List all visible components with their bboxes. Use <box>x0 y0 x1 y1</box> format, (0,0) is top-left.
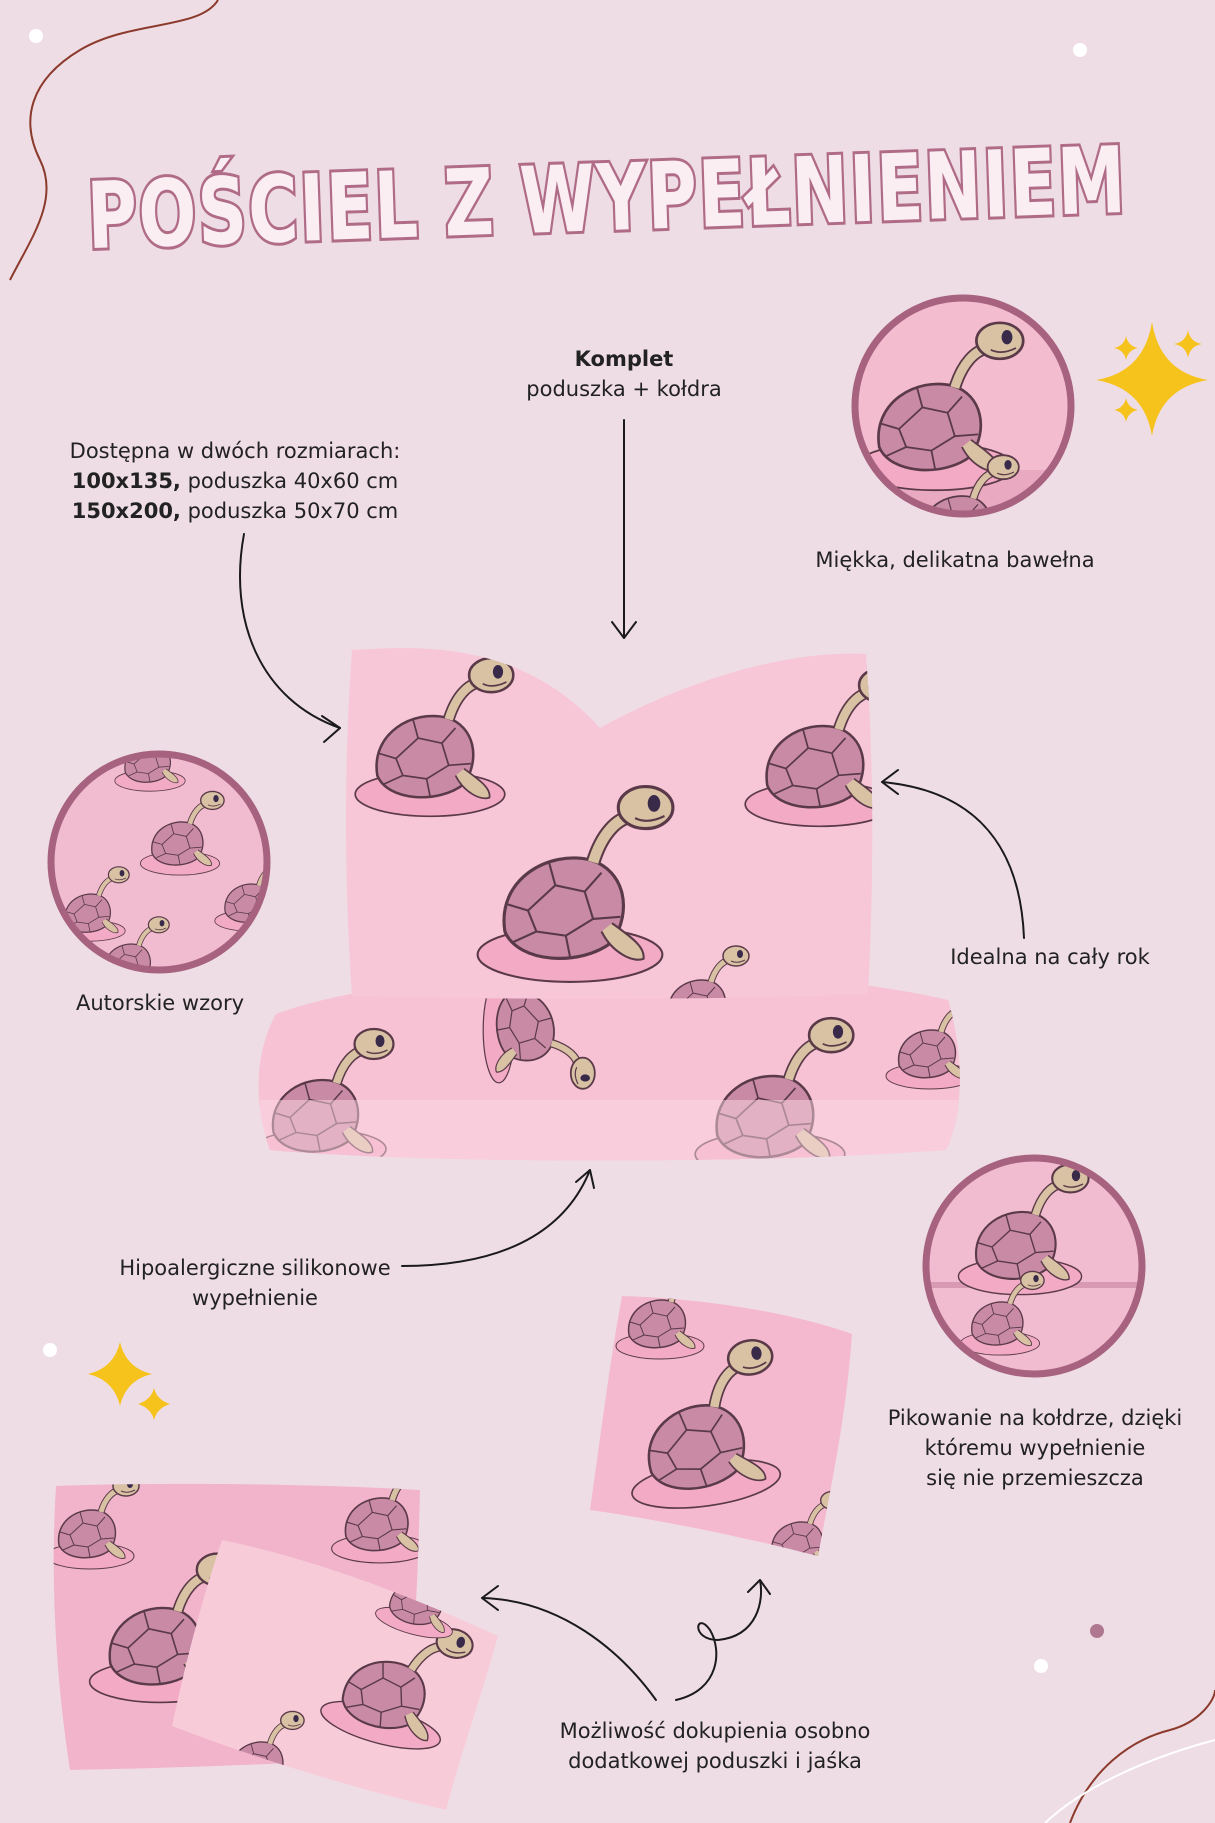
sizes-intro: Dostępna w dwóch rozmiarach: <box>69 439 401 463</box>
sparkle-stars-left <box>88 1342 170 1420</box>
arrow-sizes <box>239 533 341 743</box>
duvet-image <box>258 971 960 1161</box>
feature-all-year: Idealna na cały rok <box>950 945 1150 969</box>
dot <box>43 1343 57 1357</box>
arrow-filling <box>401 1169 595 1267</box>
detail-circle-quilting <box>922 1154 1146 1378</box>
feature-original-patterns: Autorskie wzory <box>75 991 245 1015</box>
set-heading: Komplet <box>574 347 674 371</box>
dot <box>29 29 43 43</box>
dot <box>1090 1624 1104 1638</box>
extra-pillows-image <box>53 1483 498 1810</box>
detail-circle-cotton <box>851 294 1075 518</box>
cushion-image <box>590 1296 852 1556</box>
sizes-label: Dostępna w dwóch rozmiarach: 100x135, po… <box>40 436 430 526</box>
detail-circle-patterns <box>47 750 271 974</box>
feature-filling: Hipoalergiczne silikonowe wypełnienie <box>119 1256 391 1310</box>
feature-soft-cotton: Miękka, delikatna bawełna <box>815 548 1095 572</box>
size-option-1: 100x135, poduszka 40x60 cm <box>71 469 399 493</box>
arrow-all-year <box>881 769 1025 939</box>
line-bottom-right <box>1044 1739 1215 1823</box>
dot <box>1034 1659 1048 1673</box>
arrow-to-pillow-top <box>611 419 637 639</box>
arrow-extra-right <box>675 1579 771 1701</box>
pillow-image <box>346 648 873 999</box>
sparkle-stars-right <box>1096 322 1208 436</box>
size-option-2: 150x200, poduszka 50x70 cm <box>71 499 399 523</box>
squiggle-bottom-right <box>1069 1689 1215 1823</box>
set-label: Komplet poduszka + kołdra <box>474 344 774 404</box>
feature-quilting: Pikowanie na kołdrze, dzięki któremu wyp… <box>887 1406 1183 1490</box>
page-title: POŚCIEL Z WYPEŁNIENIEM <box>85 125 1128 270</box>
feature-extra-pillows: Możliwość dokupienia osobno dodatkowej p… <box>559 1719 871 1773</box>
set-text: poduszka + kołdra <box>526 377 722 401</box>
arrow-extra-left <box>481 1585 657 1701</box>
dot <box>1073 43 1087 57</box>
squiggle-top-left <box>9 0 219 281</box>
